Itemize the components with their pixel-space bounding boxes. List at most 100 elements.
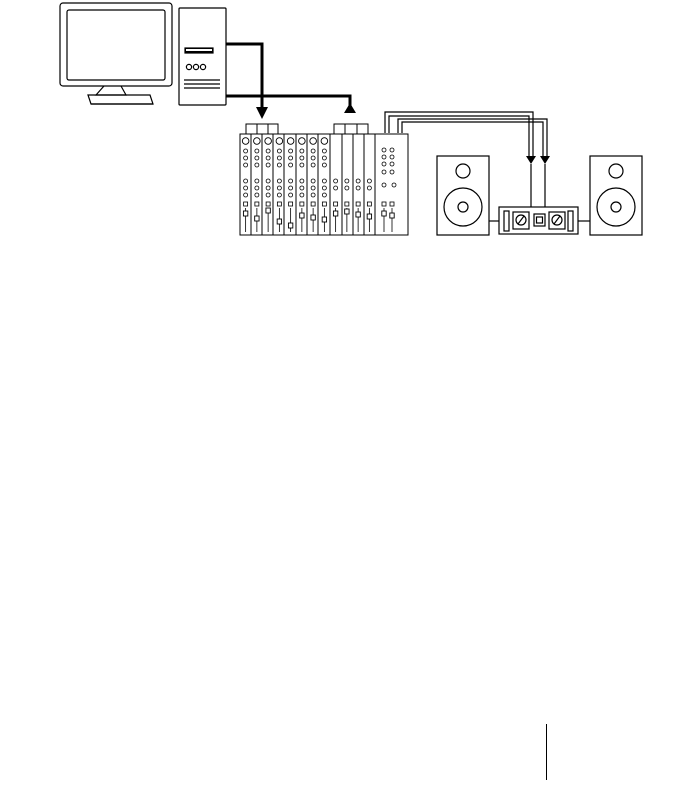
knob-icon	[390, 170, 394, 174]
knob-icon	[382, 170, 386, 174]
knob-icon	[300, 179, 304, 183]
knob-icon	[289, 156, 293, 160]
knob-icon	[322, 186, 326, 190]
knob-icon	[266, 163, 270, 167]
knob-icon	[244, 156, 248, 160]
knob-icon	[322, 149, 326, 153]
speaker-icon	[437, 156, 489, 235]
knob-icon	[382, 155, 386, 159]
fader-cap	[367, 214, 371, 219]
fader-cap	[345, 209, 349, 214]
arrow-up-icon	[344, 103, 356, 113]
knob-icon	[266, 179, 270, 183]
knob-icon	[289, 149, 293, 153]
amplifier-icon	[499, 207, 578, 234]
xlr-connector-icon	[310, 138, 317, 145]
xlr-connector-icon	[287, 138, 294, 145]
knob-icon	[255, 186, 259, 190]
knob-icon	[390, 148, 394, 152]
channel-button	[289, 202, 293, 206]
fader-cap	[322, 217, 326, 222]
fader-cap	[300, 213, 304, 218]
channel-button	[322, 202, 326, 206]
knob-icon	[277, 193, 281, 197]
knob-icon	[277, 149, 281, 153]
knob-icon	[300, 156, 304, 160]
channel-button	[356, 202, 360, 206]
knob-icon	[266, 156, 270, 160]
channel-button	[345, 202, 349, 206]
knob-icon	[266, 149, 270, 153]
knob-icon	[277, 179, 281, 183]
page-margin-rule	[546, 724, 547, 780]
xlr-connector-icon	[265, 138, 272, 145]
knob-icon	[244, 186, 248, 190]
knob-icon	[244, 179, 248, 183]
arrow-down-icon	[256, 107, 268, 119]
knob-icon	[277, 156, 281, 160]
knob-icon	[266, 193, 270, 197]
arrow-down-icon	[526, 156, 536, 164]
channel-button	[255, 202, 259, 206]
fader-cap	[356, 212, 360, 217]
fader-cap	[333, 211, 337, 216]
knob-icon	[311, 156, 315, 160]
connection-cable-4	[398, 119, 547, 158]
knob-icon	[322, 156, 326, 160]
knob-icon	[255, 163, 259, 167]
knob-icon	[382, 183, 386, 187]
knob-icon	[266, 186, 270, 190]
knob-icon	[382, 148, 386, 152]
knob-icon	[255, 149, 259, 153]
fader-cap	[266, 208, 270, 213]
channel-button	[277, 202, 281, 206]
knob-icon	[311, 186, 315, 190]
channel-button	[311, 202, 315, 206]
channel-button	[266, 202, 270, 206]
fader-cap	[255, 216, 259, 221]
knob-icon	[356, 179, 360, 183]
knob-icon	[322, 163, 326, 167]
xlr-connector-icon	[254, 138, 261, 145]
knob-icon	[255, 193, 259, 197]
knob-icon	[289, 186, 293, 190]
knob-icon	[300, 193, 304, 197]
knob-icon	[311, 149, 315, 153]
knob-icon	[289, 163, 293, 167]
connection-cable-2	[226, 96, 350, 110]
fader-cap	[382, 211, 386, 216]
knob-icon	[367, 179, 371, 183]
knob-icon	[255, 179, 259, 183]
fader-cap	[277, 219, 281, 224]
knob-icon	[244, 163, 248, 167]
knob-icon	[356, 186, 360, 190]
knob-icon	[300, 186, 304, 190]
knob-icon	[367, 186, 371, 190]
knob-icon	[322, 193, 326, 197]
channel-button	[390, 202, 394, 206]
knob-icon	[300, 149, 304, 153]
knob-icon	[345, 186, 349, 190]
fader-cap	[243, 211, 247, 216]
xlr-connector-icon	[276, 138, 283, 145]
knob-icon	[390, 162, 394, 166]
speaker-icon	[590, 156, 642, 235]
knob-icon	[289, 179, 293, 183]
xlr-connector-icon	[321, 138, 328, 145]
knob-icon	[311, 179, 315, 183]
channel-button	[334, 202, 338, 206]
knob-icon	[334, 179, 338, 183]
knob-icon	[390, 155, 394, 159]
knob-icon	[311, 163, 315, 167]
knob-icon	[382, 162, 386, 166]
channel-button	[367, 202, 371, 206]
mixer-controls	[242, 138, 396, 232]
knob-icon	[277, 186, 281, 190]
knob-icon	[311, 193, 315, 197]
connection-cable-1	[226, 44, 262, 110]
knob-icon	[289, 193, 293, 197]
monitor-icon	[60, 3, 172, 104]
knob-icon	[277, 163, 281, 167]
knob-icon	[300, 163, 304, 167]
